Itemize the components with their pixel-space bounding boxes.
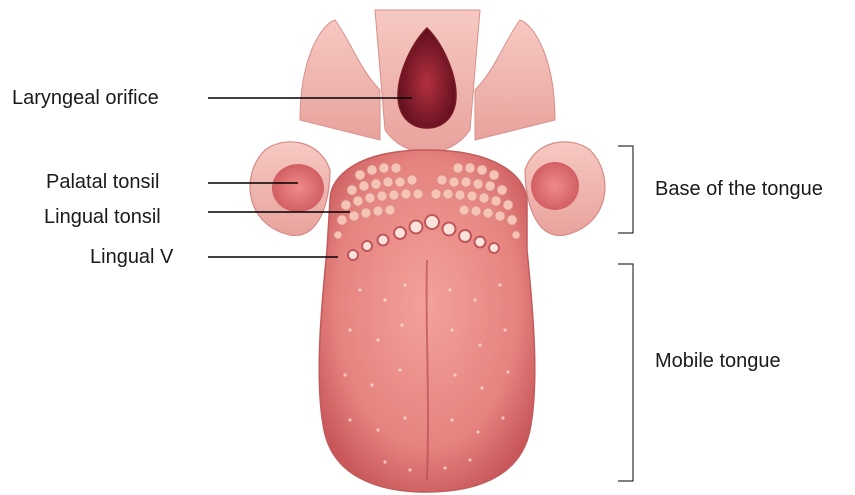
bracket-mobile-tongue: [618, 264, 633, 481]
palatal-tonsil-left: [272, 164, 324, 212]
label-lingual-v: Lingual V: [90, 245, 173, 269]
brackets: [618, 146, 633, 481]
label-base-of-tongue: Base of the tongue: [655, 177, 823, 201]
label-palatal-tonsil: Palatal tonsil: [46, 170, 159, 194]
bracket-base-of-tongue: [618, 146, 633, 233]
palatal-tonsil-right: [531, 162, 579, 210]
label-lingual-tonsil: Lingual tonsil: [44, 205, 161, 229]
label-mobile-tongue: Mobile tongue: [655, 349, 781, 373]
label-laryngeal-orifice: Laryngeal orifice: [12, 86, 159, 110]
